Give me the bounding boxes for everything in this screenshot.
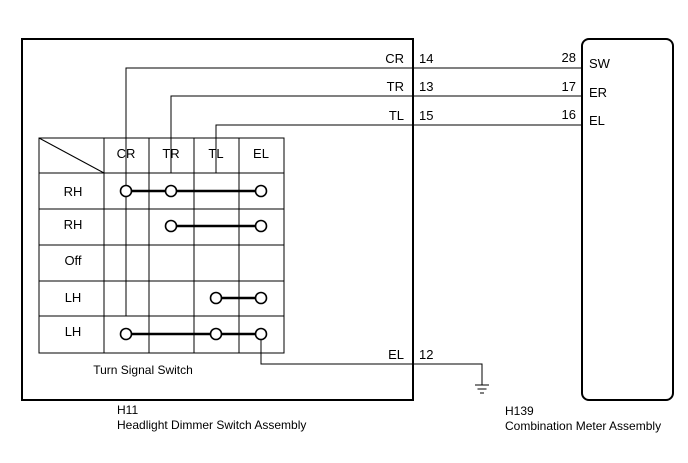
switch-assembly-name: Headlight Dimmer Switch Assembly [117,418,306,432]
wire-cr-sw [125,67,582,316]
wire-el-ground [260,334,483,385]
terminal-label-sw: SW [589,56,611,71]
terminal-label-er: ER [589,85,607,100]
switch-connector-id: H11 [117,403,138,417]
contact-node [254,327,268,341]
pin-15: 15 [419,108,433,123]
row-label-lh-2: LH [65,324,82,339]
wire-label-tr: TR [387,79,404,94]
contact-node [119,327,133,341]
terminal-label-el: EL [589,113,605,128]
pin-16: 16 [562,107,576,122]
meter-assembly-name: Combination Meter Assembly [505,419,661,433]
row-label-rh-2: RH [64,217,83,232]
row-label-lh-1: LH [65,290,82,305]
contact-node [254,219,268,233]
switch-table [38,137,285,354]
row-label-off: Off [64,253,81,268]
pin-13: 13 [419,79,433,94]
pin-17: 17 [562,79,576,94]
contact-node [254,291,268,305]
contact-node [119,184,133,198]
contact-node [254,184,268,198]
switch-assembly-box [21,38,414,401]
turn-signal-switch-label: Turn Signal Switch [93,363,193,377]
pin-28: 28 [562,50,576,65]
pin-14: 14 [419,51,433,66]
meter-connector-id: H139 [505,404,534,418]
wire-tl-el [215,124,582,173]
wire-label-tl: TL [389,108,404,123]
contact-node [209,327,223,341]
wire-label-cr: CR [385,51,404,66]
wire-tr-er [170,95,582,173]
wire-label-el-ground: EL [388,347,404,362]
row-label-rh-1: RH [64,184,83,199]
column-header-el: EL [253,146,269,161]
contact-node [164,219,178,233]
header-diagonal [38,137,105,174]
pin-12: 12 [419,347,433,362]
meter-assembly-box [581,38,674,401]
contact-node [164,184,178,198]
ground-icon [475,384,489,394]
contact-node [209,291,223,305]
